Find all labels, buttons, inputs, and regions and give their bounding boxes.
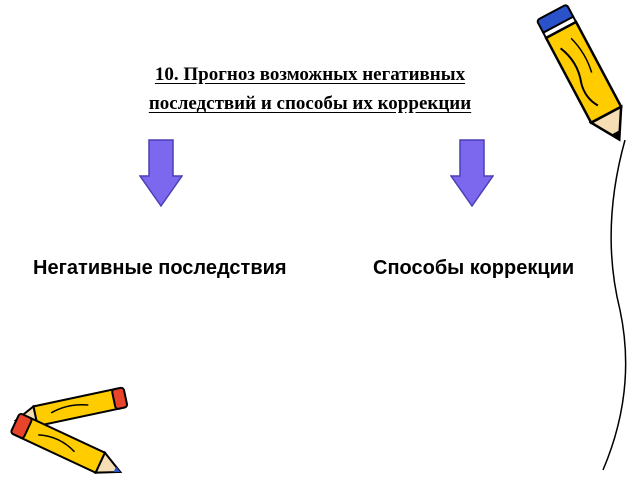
negative-consequences-label: Негативные последствия [33,257,287,279]
pencil-icon [536,4,623,142]
down-arrow-icon [450,139,494,208]
pencil-line-decoration [602,140,627,471]
down-arrow-icon [139,139,183,208]
slide-title-line-1: 10. Прогноз возможных негативных [154,64,466,85]
pencils-icon [10,386,129,474]
slide-title-line-2: последствий и способы их коррекции [148,93,472,114]
correction-methods-label: Способы коррекции [373,257,575,279]
slide-title: 10. Прогноз возможных негативных последс… [100,60,520,118]
